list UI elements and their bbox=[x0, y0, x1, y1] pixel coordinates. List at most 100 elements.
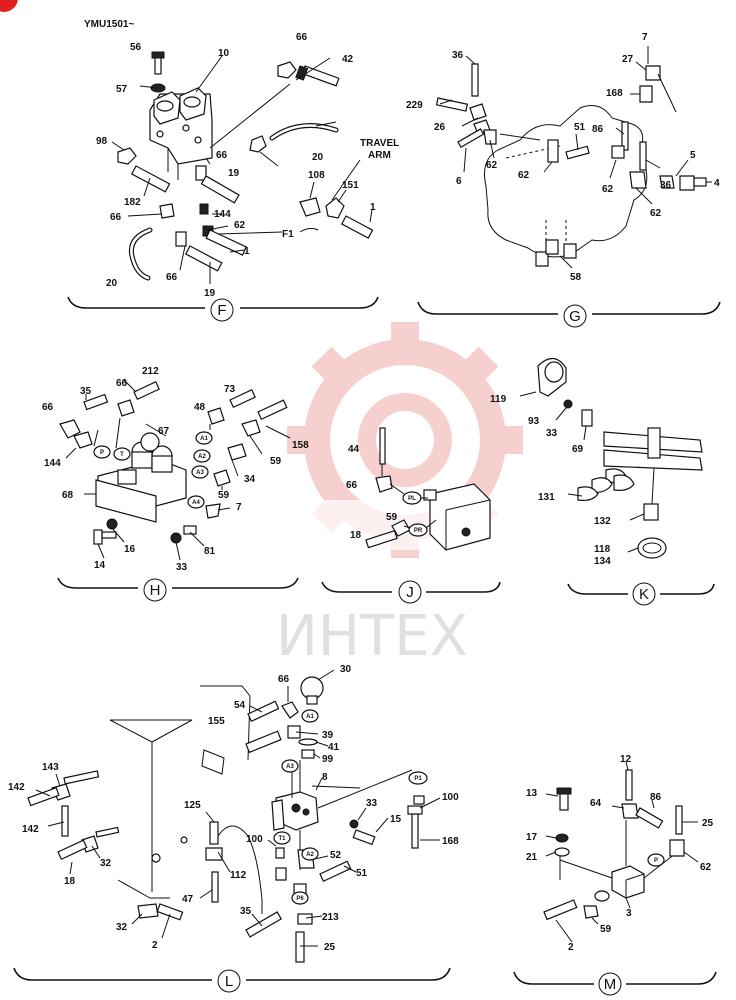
part-callout-7: 7 bbox=[236, 502, 242, 513]
part-callout-35: 35 bbox=[240, 906, 252, 917]
part-callout-8: 8 bbox=[322, 772, 328, 783]
view-label-L: L bbox=[225, 973, 233, 990]
part-callout-118: 118 bbox=[594, 544, 611, 555]
part-callout-99: 99 bbox=[322, 754, 334, 765]
port-label-A2: A2 bbox=[306, 852, 314, 858]
port-M-P: P bbox=[647, 853, 665, 867]
view-label-G: G bbox=[569, 308, 581, 325]
view-label-F: F bbox=[217, 302, 226, 319]
part-callout-142: 142 bbox=[8, 782, 25, 793]
part-callout-62: 62 bbox=[650, 208, 662, 219]
port-L-P6: P6 bbox=[291, 891, 309, 905]
part-callout-25: 25 bbox=[324, 942, 336, 953]
view-M-callouts: 12 13 64 86 25 17 21 62 3 2 59 bbox=[526, 754, 714, 953]
port-PR: PR bbox=[408, 523, 428, 537]
part-callout-56: 56 bbox=[130, 42, 142, 53]
part-callout-64: 64 bbox=[590, 798, 602, 809]
part-callout-33: 33 bbox=[176, 562, 188, 573]
part-callout-42: 42 bbox=[342, 54, 354, 65]
view-G-callouts: 36 7 27 229 168 26 51 86 62 6 62 62 36 5… bbox=[406, 32, 720, 283]
part-callout-62: 62 bbox=[700, 862, 712, 873]
view-K-marker bbox=[632, 582, 656, 606]
port-label-PR: PR bbox=[414, 528, 423, 534]
part-callout-86: 86 bbox=[592, 124, 604, 135]
port-L-A3: A3 bbox=[281, 759, 299, 773]
part-callout-66: 66 bbox=[166, 272, 178, 283]
part-callout-14: 14 bbox=[94, 560, 106, 571]
port-label-A1: A1 bbox=[200, 436, 208, 442]
view-H-marker bbox=[143, 578, 167, 602]
view-G: G bbox=[417, 46, 721, 328]
part-callout-52: 52 bbox=[330, 850, 342, 861]
part-callout-59: 59 bbox=[218, 490, 230, 501]
part-callout-59: 59 bbox=[600, 924, 612, 935]
part-callout-182: 182 bbox=[124, 197, 141, 208]
part-callout-33: 33 bbox=[546, 428, 558, 439]
part-callout-5: 5 bbox=[690, 150, 696, 161]
part-callout-39: 39 bbox=[322, 730, 334, 741]
part-callout-16: 16 bbox=[124, 544, 136, 555]
view-G-marker bbox=[563, 304, 587, 328]
port-PL: PL bbox=[402, 491, 422, 505]
part-callout-7: 7 bbox=[642, 32, 648, 43]
part-callout-27: 27 bbox=[622, 54, 634, 65]
port-L-T1: T1 bbox=[273, 831, 291, 845]
port-label-A1: A1 bbox=[306, 714, 314, 720]
port-label-A4: A4 bbox=[192, 500, 200, 506]
part-callout-51: 51 bbox=[574, 122, 586, 133]
part-callout-19: 19 bbox=[204, 288, 216, 299]
port-L-A1: A1 bbox=[301, 709, 319, 723]
model-code: YMU1501~ bbox=[84, 19, 134, 30]
valve-block-10 bbox=[149, 87, 213, 180]
part-callout-119: 119 bbox=[490, 394, 507, 405]
view-L: L bbox=[13, 669, 451, 993]
part-callout-73: 73 bbox=[224, 384, 236, 395]
part-callout-21: 21 bbox=[526, 852, 538, 863]
part-callout-58: 58 bbox=[570, 272, 582, 283]
part-callout-66: 66 bbox=[216, 150, 228, 161]
part-callout-144: 144 bbox=[214, 209, 231, 220]
port-A4: A4 bbox=[187, 495, 205, 509]
part-callout-4: 4 bbox=[714, 178, 720, 189]
port-label-P: P bbox=[100, 450, 104, 456]
part-callout-168: 168 bbox=[606, 88, 623, 99]
part-callout-30: 30 bbox=[340, 664, 352, 675]
view-H-callouts: 212 35 66 66 73 48 67 158 144 59 68 34 5… bbox=[42, 366, 309, 573]
part-callout-20: 20 bbox=[106, 278, 118, 289]
part-callout-125: 125 bbox=[184, 800, 201, 811]
part-callout-32: 32 bbox=[100, 858, 112, 869]
part-callout-213: 213 bbox=[322, 912, 339, 923]
view-K-callouts: 119 93 33 69 131 132 118 134 bbox=[490, 394, 611, 567]
part-callout-26: 26 bbox=[434, 122, 446, 133]
view-M: M P bbox=[513, 761, 717, 996]
view-M-marker bbox=[598, 972, 622, 996]
port-P: P bbox=[93, 445, 111, 459]
part-callout-151: 151 bbox=[342, 180, 359, 191]
view-label-H: H bbox=[150, 582, 161, 599]
port-label-PL: PL bbox=[408, 496, 416, 502]
view-label-K: K bbox=[639, 586, 649, 603]
part-callout-62: 62 bbox=[486, 160, 498, 171]
part-callout-67: 67 bbox=[158, 426, 170, 437]
part-callout-F1: F1 bbox=[282, 229, 294, 240]
view-K: K bbox=[519, 357, 715, 606]
view-label-M: M bbox=[604, 976, 617, 993]
part-callout-2: 2 bbox=[152, 940, 158, 951]
part-callout-35: 35 bbox=[80, 386, 92, 397]
part-callout-51: 51 bbox=[356, 868, 368, 879]
part-callout-100: 100 bbox=[246, 834, 263, 845]
port-label-A3: A3 bbox=[196, 470, 204, 476]
corner-badge bbox=[0, 0, 18, 12]
port-label-P: P bbox=[654, 858, 658, 864]
watermark-text: ИНТЕХ bbox=[276, 604, 468, 669]
port-T: T bbox=[113, 447, 131, 461]
part-callout-1: 1 bbox=[244, 246, 250, 257]
part-callout-66: 66 bbox=[116, 378, 128, 389]
part-callout-66: 66 bbox=[346, 480, 358, 491]
port-label-T: T bbox=[120, 452, 124, 458]
part-callout-112: 112 bbox=[230, 870, 247, 881]
port-A3: A3 bbox=[191, 465, 209, 479]
part-callout-86: 86 bbox=[650, 792, 662, 803]
part-callout-25: 25 bbox=[702, 818, 714, 829]
